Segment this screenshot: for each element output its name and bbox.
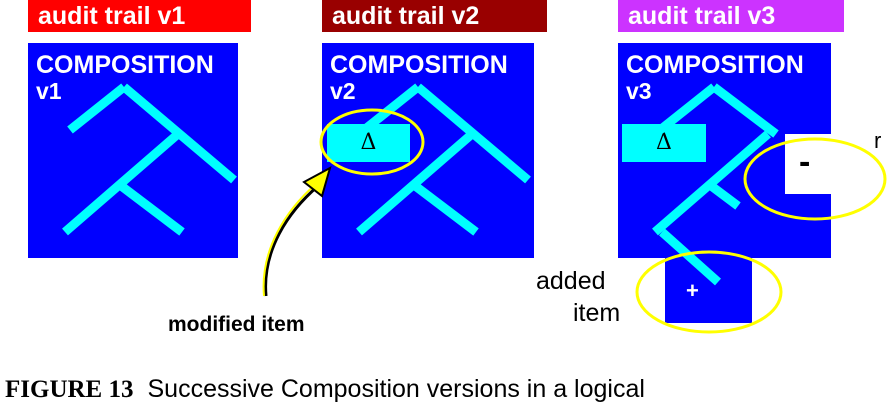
removed-item-highlight (743, 137, 887, 221)
added-item-label-line1: added (536, 267, 606, 295)
removed-item-symbol: - (799, 143, 811, 181)
figure-caption: FIGURE 13 Successive Composition versions… (5, 371, 645, 411)
modified-item-label: modified item (168, 313, 305, 336)
added-item-box (665, 256, 752, 323)
tree-v3 (652, 83, 779, 286)
added-item-highlight (635, 250, 783, 334)
modified-item-highlight (319, 108, 425, 176)
tab-audit-trail-v2: audit trail v2 (322, 0, 547, 32)
added-item-label-line2: item (573, 299, 621, 327)
panel-title: COMPOSITION (36, 51, 214, 79)
panel-version: v1 (36, 78, 62, 104)
tree-v2 (356, 83, 531, 236)
tab-audit-trail-v1: audit trail v1 (28, 0, 251, 32)
panel-title: COMPOSITION (626, 51, 804, 79)
tree-v1 (62, 83, 237, 236)
modified-item-arrow (262, 165, 332, 297)
panel-title: COMPOSITION (330, 51, 508, 79)
removed-item-label: r (874, 128, 882, 153)
tab-audit-trail-v3: audit trail v3 (618, 0, 844, 32)
caption-label: FIGURE 13 (5, 376, 134, 403)
added-item-symbol: + (686, 278, 699, 303)
removed-item-gap (785, 134, 831, 194)
panel-version: v3 (626, 78, 652, 104)
panel-version: v2 (330, 78, 356, 104)
caption-text: Successive Composition versions in a log… (147, 375, 645, 403)
